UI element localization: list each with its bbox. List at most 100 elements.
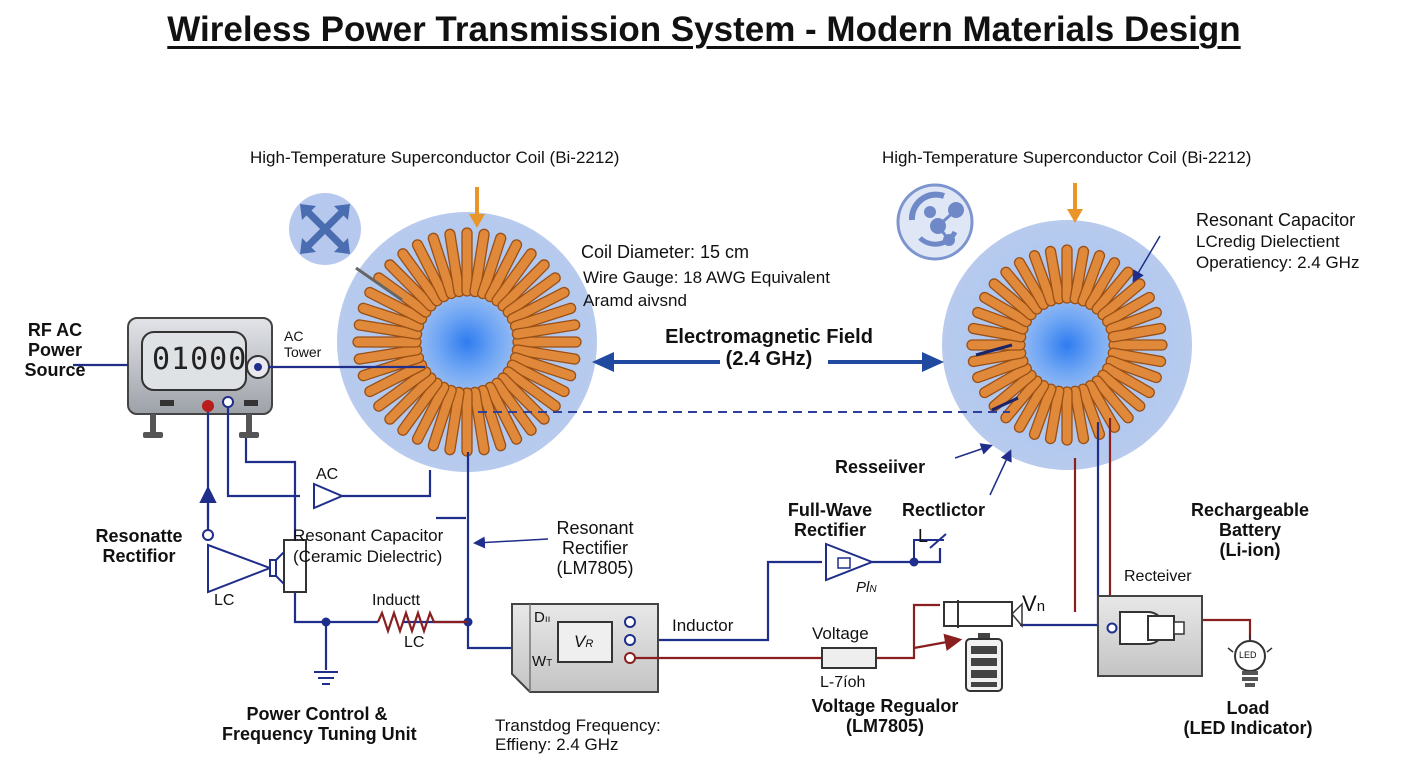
coil-winding <box>484 381 523 445</box>
left-coil-title: High-Temperature Superconductor Coil (Bi… <box>250 148 620 167</box>
coil-winding <box>1077 250 1106 307</box>
coil-winding <box>1097 369 1146 412</box>
coil-winding <box>988 278 1037 321</box>
coil-winding <box>1107 322 1167 343</box>
em-field-arrow-left <box>592 352 720 372</box>
diagram-title: Wireless Power Transmission System - Mod… <box>167 10 1241 49</box>
box-d-label: Dıı <box>534 609 551 626</box>
coil-winding <box>1108 339 1168 351</box>
coil-winding <box>1105 306 1162 335</box>
receiver-box <box>1097 595 1203 677</box>
rectifier-triangle-symbol <box>207 543 273 594</box>
ac-amplifier-symbol <box>313 482 345 510</box>
coil-winding <box>988 369 1037 412</box>
coil-winding <box>477 384 507 452</box>
coil-winding <box>1084 257 1121 310</box>
coil-winding <box>497 372 550 425</box>
coil-winding <box>1107 347 1167 368</box>
vn-component <box>943 600 1023 629</box>
coil-winding <box>497 259 550 312</box>
rechargeable-battery-label: Rechargeable Battery (Li-ion) <box>1190 500 1310 561</box>
move-arrows-icon <box>289 193 361 265</box>
coil-winding <box>411 381 450 445</box>
right-resonant-capacitor-label: Resonant Capacitor LCredig Dielectient O… <box>1196 210 1360 273</box>
ac-tower-label: AC Tower <box>284 328 322 360</box>
voltage-regulator-label: Voltage Regualor (LM7805) <box>811 696 959 737</box>
coil-winding <box>364 286 428 325</box>
orange-arrow-right <box>1067 183 1083 223</box>
coil-winding <box>1105 355 1162 384</box>
coil-winding <box>469 228 490 298</box>
coil-winding <box>972 355 1029 384</box>
coil-winding <box>353 319 423 340</box>
vn-label: Vn <box>1022 591 1046 616</box>
ac-amp-label: AC <box>316 466 339 483</box>
coil-winding <box>967 347 1027 368</box>
coil-winding <box>967 322 1027 343</box>
coil-winding <box>484 239 523 303</box>
coil-winding <box>357 302 425 332</box>
coil-winding <box>1028 250 1057 307</box>
right-coil-halo <box>942 220 1192 470</box>
em-field-label: Electromagnetic Field (2.4 GHz) <box>665 326 873 371</box>
box-v-label: VR <box>574 632 594 651</box>
coil-diameter-label: Coil Diameter: 15 cm <box>581 242 750 262</box>
transmitting-frequency-label: Transtdog Frequency: Effieny: 2.4 GHz <box>495 716 661 755</box>
inductt-label: Inductt <box>372 592 421 609</box>
full-wave-rectifier-symbol <box>825 542 875 582</box>
coil-winding <box>979 362 1032 399</box>
coil-winding <box>1102 291 1155 328</box>
orange-arrow-left <box>469 187 485 228</box>
lc-mid-label: LC <box>404 634 425 651</box>
wire-gauge-label: Wire Gauge: 18 AWG Equivalent <box>583 268 830 287</box>
coil-winding <box>353 344 423 365</box>
coil-winding <box>461 227 473 297</box>
coil-winding <box>373 366 432 412</box>
right-superconductor-coil <box>966 244 1168 446</box>
coil-winding <box>502 272 561 318</box>
right-coil-title: High-Temperature Superconductor Coil (Bi… <box>882 148 1252 167</box>
resseiiver-label: Resseiiver <box>835 457 926 477</box>
rectlictor-label: Rectlictor <box>902 500 986 520</box>
coil-winding <box>1069 385 1090 445</box>
coil-winding <box>506 286 570 325</box>
control-unit-box <box>511 603 659 693</box>
battery-icon <box>965 633 1003 692</box>
coil-winding <box>444 386 465 456</box>
em-field-arrow-right <box>828 352 944 372</box>
coil-winding <box>1013 257 1050 310</box>
coil-winding <box>352 336 422 348</box>
coil-winding <box>364 359 428 398</box>
capacitor-box <box>283 539 307 593</box>
coil-winding <box>384 259 437 312</box>
coil-winding <box>384 372 437 425</box>
meter-display: 01000 <box>152 342 248 377</box>
coil-winding <box>397 377 443 436</box>
recteiver-label: Recteiver <box>1124 568 1192 585</box>
voltage-resistor <box>821 647 877 669</box>
coil-winding <box>502 366 561 412</box>
coil-winding <box>1091 375 1134 424</box>
coil-winding <box>444 228 465 298</box>
coil-winding <box>1102 362 1155 399</box>
rf-source-label: RF AC Power Source <box>24 320 86 381</box>
coil-winding <box>1028 383 1057 440</box>
coil-winding <box>979 291 1032 328</box>
coil-winding <box>511 319 581 340</box>
coil-winding <box>397 248 443 307</box>
coil-winding <box>1069 245 1090 305</box>
l-symbol-label: L <box>918 526 929 546</box>
coil-winding <box>1013 380 1050 433</box>
power-control-label: Power Control & Frequency Tuning Unit <box>222 704 417 745</box>
led-bulb-icon <box>1227 634 1273 687</box>
lc-left-label: LC <box>214 592 235 609</box>
coil-winding <box>506 359 570 398</box>
coil-winding <box>469 386 490 456</box>
left-superconductor-coil <box>352 227 582 457</box>
coil-winding <box>509 352 577 382</box>
voltage-label: Voltage <box>812 624 869 643</box>
coil-winding <box>491 248 537 307</box>
box-w-label: WT <box>532 653 553 670</box>
coil-winding <box>972 306 1029 335</box>
